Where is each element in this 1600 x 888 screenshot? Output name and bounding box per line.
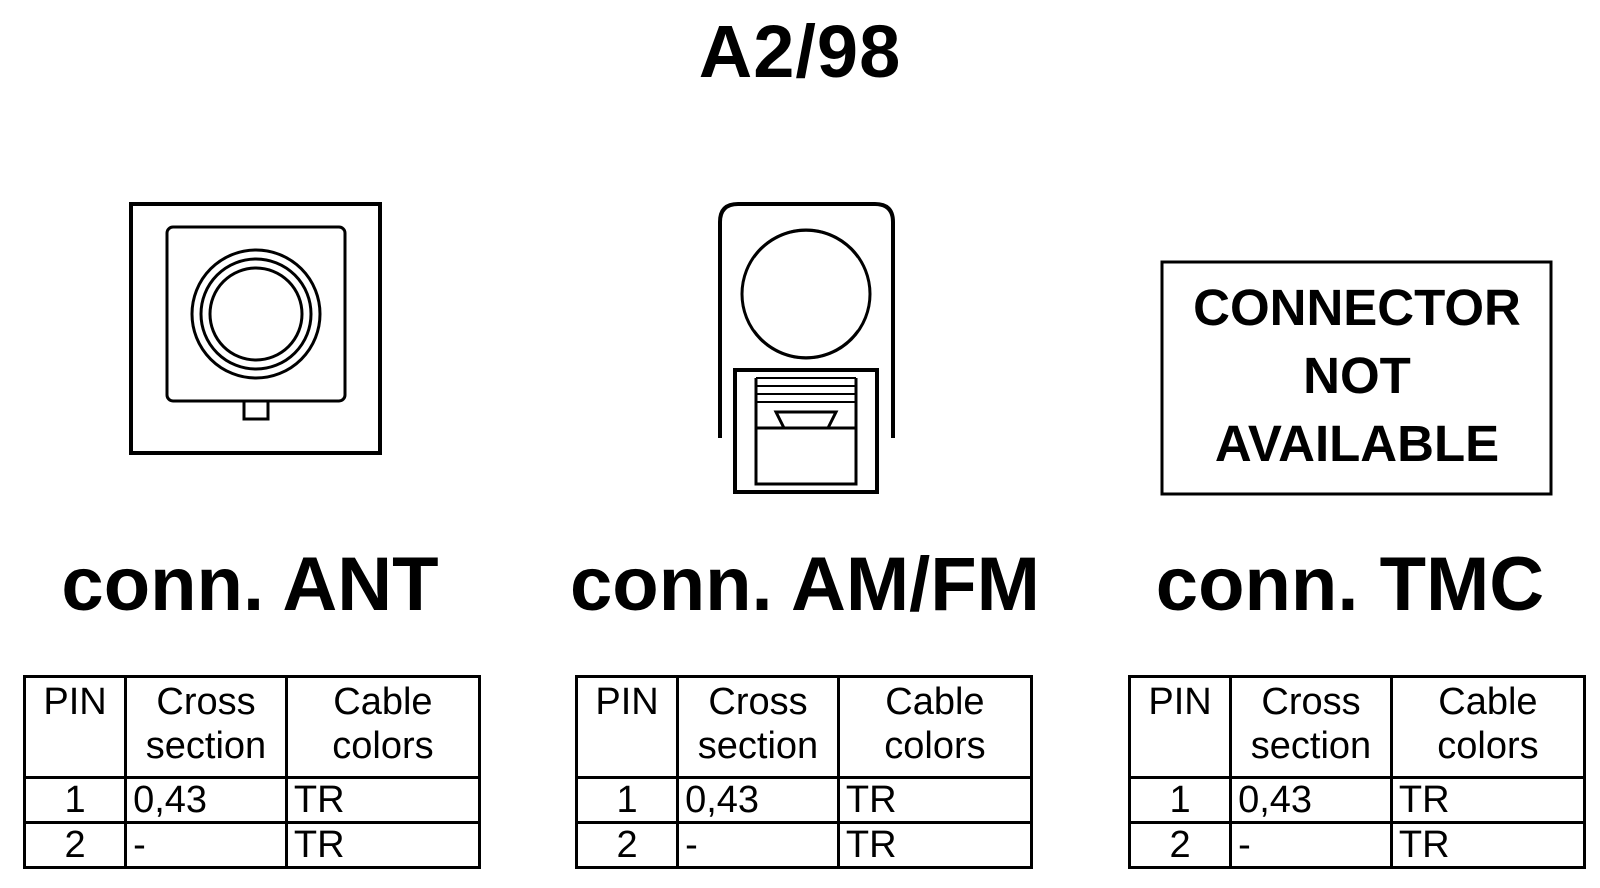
header-pin: PIN	[574, 675, 680, 779]
header-pin: PIN	[1127, 675, 1233, 779]
amfm-connector-icon	[718, 202, 895, 494]
color-cell: TR	[836, 821, 1034, 869]
page-title: A2/98	[698, 10, 902, 93]
table-row: 1 0,43 TR	[22, 776, 482, 824]
table-row: 2 - TR	[1127, 821, 1587, 869]
cross-cell: 0,43	[676, 776, 840, 824]
pin-cell: 1	[574, 776, 680, 824]
header-pin: PIN	[22, 675, 128, 779]
tmc-not-available-text: CONNECTOR NOT AVAILABLE	[1165, 274, 1549, 478]
color-cell: TR	[1389, 776, 1587, 824]
conn-ant-label: conn. ANT	[61, 542, 439, 627]
color-cell: TR	[284, 821, 482, 869]
table-row: 2 - TR	[22, 821, 482, 869]
table-row: 2 - TR	[574, 821, 1034, 869]
color-cell: TR	[284, 776, 482, 824]
cross-cell: 0,43	[1229, 776, 1393, 824]
ant-connector-icon	[129, 202, 382, 455]
pin-cell: 1	[22, 776, 128, 824]
tmc-placeholder-box	[1160, 260, 1553, 496]
pin-cell: 2	[1127, 821, 1233, 869]
cross-cell: -	[124, 821, 288, 869]
color-cell: TR	[836, 776, 1034, 824]
placeholder-line-3: AVAILABLE	[1214, 415, 1500, 472]
cross-cell: -	[1229, 821, 1393, 869]
pin-cell: 2	[22, 821, 128, 869]
table-row: 1 0,43 TR	[1127, 776, 1587, 824]
pin-cell: 1	[1127, 776, 1233, 824]
conn-tmc-label: conn. TMC	[1155, 542, 1545, 627]
table-row: 1 0,43 TR	[574, 776, 1034, 824]
cross-cell: -	[676, 821, 840, 869]
placeholder-line-2: NOT	[1303, 347, 1411, 404]
placeholder-line-1: CONNECTOR	[1193, 279, 1521, 336]
cross-cell: 0,43	[124, 776, 288, 824]
pin-cell: 2	[574, 821, 680, 869]
conn-amfm-label: conn. AM/FM	[570, 542, 1040, 627]
color-cell: TR	[1389, 821, 1587, 869]
